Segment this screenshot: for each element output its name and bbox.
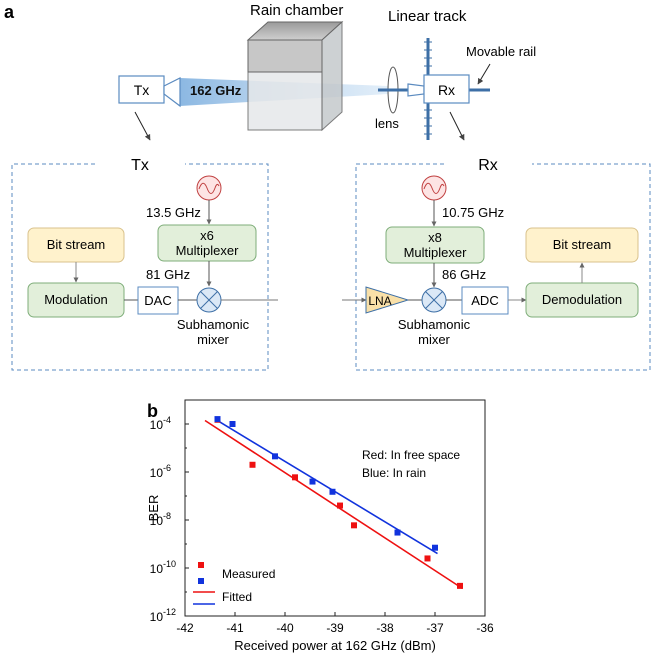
x-tick-label: -38 [376,621,394,635]
data-points [214,416,463,589]
tx-multiplexer-line1: x6 [200,228,214,243]
rx-multiplexer-line1: x8 [428,230,442,245]
dac-label: DAC [144,293,171,308]
panel-label-a: a [4,2,15,22]
data-point-rain [214,416,221,423]
x-tick-label: -42 [176,621,194,635]
annotation-blue: Blue: In rain [362,466,426,480]
x-tick-label: -40 [276,621,294,635]
x-tick-label: -37 [426,621,444,635]
rx-box [423,74,470,104]
data-point-rain [229,421,236,427]
rain-chamber-label: Rain chamber [250,2,343,19]
data-point-rain [329,488,336,495]
tx-multiplexer-line2: Multiplexer [176,243,240,258]
y-tick-label: 10 [150,610,164,624]
tx-modulation-label: Modulation [44,292,108,307]
rx-mixer-label-line1: Subhamonic [398,317,471,332]
data-point-free-space [249,461,256,468]
data-point-rain [394,529,401,536]
y-tick-label: 10 [150,466,164,480]
ber-chart: -42-41-40-39-38-37-36 10-410-610-810-101… [146,399,494,653]
rain-chamber [246,20,344,132]
data-point-free-space [351,522,357,529]
movable-rail-label: Movable rail [466,44,536,59]
rx-lo-frequency: 10.75 GHz [442,205,504,220]
rx-oscillator [421,175,447,201]
linear-track-label: Linear track [388,8,467,25]
y-tick-exponent: -4 [163,415,171,425]
panel-label-b: b [147,401,158,421]
data-point-free-space [292,474,298,481]
x-axis: -42 -41 -40 -39 -38 -37 -36 [176,612,494,635]
legend-measured-label: Measured [222,567,275,581]
rx-demodulation-label: Demodulation [542,292,622,307]
tx-detail-arrow [134,111,151,141]
frequency-label: 162 GHz [190,83,242,98]
legend-fitted-label: Fitted [222,590,252,604]
movable-rail-pointer [477,63,491,85]
tx-dashed-border [11,163,269,371]
sine-wave-icon [198,182,220,194]
y-tick-exponent: -12 [163,607,176,617]
y-tick-exponent: -8 [163,511,171,521]
data-point-rain [432,544,438,551]
lna-amplifier [365,286,410,314]
x-tick-label: -41 [226,621,244,635]
rx-mixer-frequency: 86 GHz [442,267,486,282]
tx-box-label: Tx [134,82,150,98]
panel-b: b -42-41-40-39-38-37-36 10-410-610-810-1… [146,399,494,653]
tx-horn-antenna [163,77,181,108]
tx-detail-block: Tx 13.5 GHz x6 Multiplexer 81 GHz Bit st… [11,157,278,371]
legend-marker-red [198,562,204,568]
rx-box-label: Rx [438,82,455,98]
tx-lo-frequency: 13.5 GHz [146,205,201,220]
rx-detail-block: Rx 10.75 GHz x8 Multiplexer 86 GHz LNA S… [342,157,651,371]
tx-mixer-frequency: 81 GHz [146,267,190,282]
x-tick-label: -39 [326,621,344,635]
rx-detail-arrow [449,111,465,141]
y-tick-label: 10 [150,418,164,432]
tx-bit-stream-label: Bit stream [47,237,106,252]
legend-marker-blue [198,578,204,584]
data-point-rain [272,453,278,460]
tx-oscillator [196,175,222,201]
y-axis-label: BER [146,495,161,522]
x-tick-label: -36 [476,621,494,635]
y-tick-label: 10 [150,514,164,528]
fit-line-free-space [204,419,463,590]
y-tick-label: 10 [150,562,164,576]
data-point-free-space [424,555,431,562]
rx-bit-stream-label: Bit stream [553,237,612,252]
y-tick-exponent: -6 [163,463,171,473]
lens-label: lens [375,116,399,131]
adc-box [461,286,509,315]
rx-multiplexer-line2: Multiplexer [404,245,468,260]
rx-bit-stream [525,227,639,263]
rx-block-title: Rx [478,157,498,174]
lna-label: LNA [368,294,391,308]
panel-a: a Rain chamber Linear track Tx 162 GHz l… [4,2,651,371]
rx-dashed-border [355,163,651,371]
tx-mixer-label-line1: Subhamonic [177,317,250,332]
plot-frame [184,399,486,617]
annotation-red: Red: In free space [362,448,460,462]
adc-label: ADC [471,293,498,308]
chart-legend: Measured Fitted [193,562,275,605]
x-axis-label: Received power at 162 GHz (dBm) [234,638,436,653]
tx-multiplexer [157,224,257,262]
tx-mixer-label-line2: mixer [197,332,229,347]
sine-wave-icon [423,182,445,194]
tx-block-title: Tx [131,157,149,174]
rx-mixer-label-line2: mixer [418,332,450,347]
data-point-free-space [457,582,463,589]
rx-multiplexer [385,226,485,264]
y-tick-exponent: -10 [163,559,176,569]
rx-horn-antenna [407,83,425,97]
data-point-free-space [337,502,343,509]
tx-box [118,75,165,104]
data-point-rain [309,478,316,485]
